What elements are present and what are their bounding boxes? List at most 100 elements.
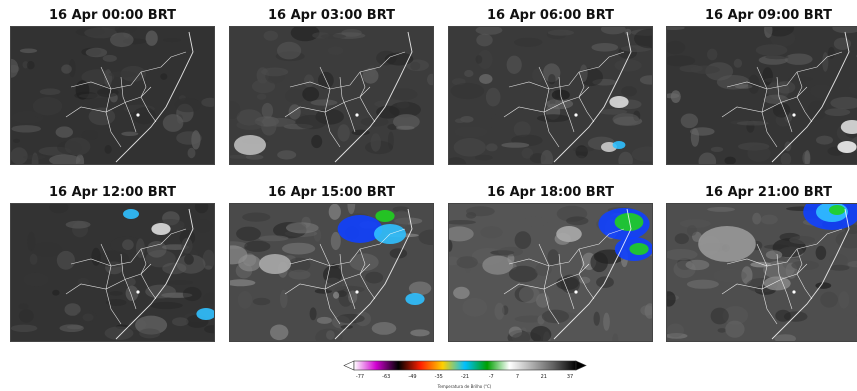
cloud-texture: [337, 124, 350, 142]
cloud-texture: [236, 109, 262, 126]
cloud-texture: [713, 268, 747, 283]
cloud-texture: [791, 260, 820, 271]
panel-title: 16 Apr 21:00 BRT: [704, 185, 833, 200]
cloud-texture: [326, 330, 335, 340]
cloud-texture: [501, 142, 530, 148]
cloud-texture: [593, 311, 600, 326]
cloud-texture: [466, 206, 495, 217]
state-border: [120, 76, 137, 133]
satellite-map: [666, 26, 857, 165]
state-border: [65, 263, 152, 295]
cloud-texture: [122, 38, 147, 45]
cloud-texture: [722, 306, 749, 325]
cloud-texture: [494, 302, 505, 320]
cloud-feature: [405, 293, 425, 305]
colorbar-tick-label: 7: [515, 374, 520, 380]
cloud-texture: [752, 212, 762, 225]
cloud-texture: [396, 125, 415, 130]
cloud-texture: [765, 27, 795, 37]
cloud-texture: [194, 219, 213, 233]
cloud-texture: [348, 290, 358, 304]
cloud-texture: [543, 63, 561, 83]
cloud-texture: [145, 30, 158, 46]
colorbar-tick-label: -21: [460, 374, 470, 380]
cloud-feature: [375, 210, 395, 222]
cloud-texture: [518, 286, 540, 304]
cloud-texture: [18, 303, 29, 310]
cloud-texture: [490, 113, 510, 132]
cloud-texture: [384, 52, 414, 66]
cloud-texture: [741, 266, 753, 285]
cloud-texture: [707, 48, 718, 61]
cloud-texture: [396, 101, 410, 109]
cloud-texture: [775, 309, 791, 322]
cloud-texture: [177, 114, 183, 124]
map-panel: 16 Apr 18:00 BRT: [448, 185, 653, 342]
cloud-texture: [631, 29, 652, 36]
cloud-texture: [29, 253, 38, 265]
cloud-texture: [578, 276, 591, 284]
cloud-texture: [109, 93, 118, 103]
cloud-texture: [733, 58, 743, 68]
state-border: [538, 243, 560, 325]
satellite-map: [666, 203, 857, 342]
cloud-texture: [765, 263, 786, 277]
cloud-texture: [612, 113, 640, 126]
cloud-texture: [667, 93, 680, 99]
cloud-texture: [725, 320, 745, 338]
cloud-texture: [251, 79, 276, 94]
panel-title: 16 Apr 06:00 BRT: [486, 8, 615, 23]
cloud-texture: [847, 260, 857, 268]
cloud-texture: [230, 101, 241, 120]
cloud-texture: [498, 246, 523, 257]
cloud-texture: [110, 236, 144, 254]
cloud-texture: [392, 206, 410, 213]
cloud-texture: [406, 59, 429, 72]
colorbar-max-arrow: [575, 360, 587, 371]
satellite-image: [230, 204, 433, 341]
cloud-texture: [603, 312, 610, 331]
satellite-image: [11, 204, 214, 341]
cloud-texture: [547, 249, 559, 266]
state-border: [796, 248, 813, 300]
cloud-texture: [252, 297, 271, 306]
state-border: [558, 76, 575, 133]
cloud-texture: [816, 135, 833, 145]
colorbar-min-arrow: [343, 360, 355, 371]
cloud-texture: [56, 250, 75, 270]
cloud-feature: [629, 243, 649, 255]
state-border: [100, 66, 122, 148]
city-marker: [574, 290, 578, 294]
cloud-texture: [61, 64, 72, 74]
cloud-texture: [476, 33, 493, 47]
satellite-image: [230, 27, 433, 164]
cloud-texture: [194, 204, 209, 214]
cloud-texture: [146, 241, 167, 258]
cloud-texture: [579, 64, 588, 82]
cloud-texture: [506, 55, 522, 74]
city-marker: [355, 113, 359, 117]
cloud-texture: [310, 99, 338, 106]
city-marker: [792, 113, 796, 117]
cloud-texture: [309, 307, 317, 321]
cloud-texture: [676, 258, 693, 270]
cloud-texture: [548, 74, 556, 85]
cloud-texture: [673, 260, 696, 279]
cloud-texture: [639, 75, 652, 85]
cloud-texture: [462, 297, 488, 317]
colorbar-tick-label: -63: [382, 374, 391, 380]
state-border: [140, 71, 157, 123]
state-border: [339, 253, 356, 310]
map-panel: 16 Apr 09:00 BRT: [666, 8, 857, 165]
state-border: [319, 66, 341, 148]
map-panel: 16 Apr 21:00 BRT: [666, 185, 857, 342]
cloud-texture: [336, 313, 365, 324]
cloud-texture: [311, 134, 323, 149]
panel-title: 16 Apr 09:00 BRT: [704, 8, 833, 23]
colorbar-tick-label: 21: [540, 374, 547, 380]
cloud-texture: [760, 214, 778, 225]
cloud-texture: [81, 129, 99, 141]
cloud-texture: [64, 137, 91, 156]
cloud-texture: [820, 291, 838, 308]
cloud-texture: [75, 154, 85, 164]
